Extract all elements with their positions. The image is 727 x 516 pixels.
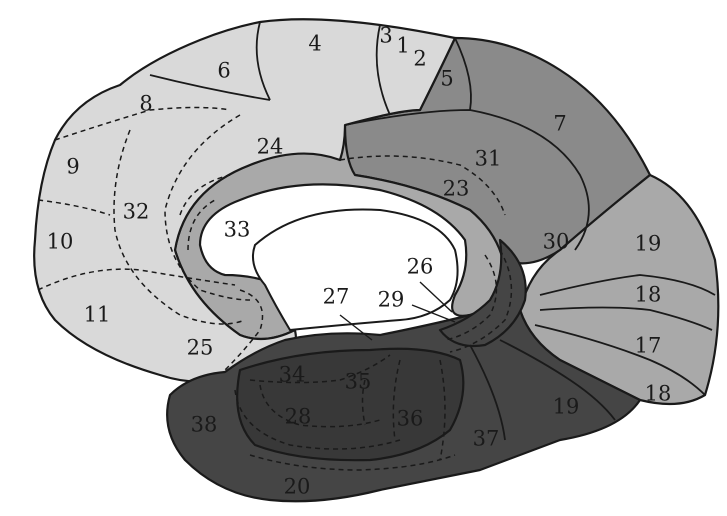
area-label-3: 3 — [379, 24, 392, 48]
area-label-35: 35 — [345, 370, 372, 394]
area-label-27: 27 — [323, 285, 350, 309]
area-label-18-upper: 18 — [635, 283, 662, 307]
area-label-19-upper: 19 — [635, 232, 662, 256]
area-label-37: 37 — [473, 427, 500, 451]
area-label-10: 10 — [47, 230, 74, 254]
area-label-4: 4 — [308, 32, 321, 56]
area-label-6: 6 — [217, 59, 230, 83]
area-label-8: 8 — [139, 92, 152, 116]
area-label-32: 32 — [123, 200, 150, 224]
area-label-20: 20 — [284, 475, 311, 499]
area-label-24: 24 — [257, 135, 284, 159]
area-label-17: 17 — [635, 334, 662, 358]
area-label-23: 23 — [443, 177, 470, 201]
area-label-1: 1 — [396, 34, 409, 58]
area-label-18-lower: 18 — [645, 382, 672, 406]
area-label-28: 28 — [285, 405, 312, 429]
area-label-2: 2 — [413, 47, 426, 71]
area-label-38: 38 — [191, 413, 218, 437]
area-label-25: 25 — [187, 336, 214, 360]
area-label-36: 36 — [397, 407, 424, 431]
region-entorhinal — [237, 349, 463, 460]
area-label-33: 33 — [224, 218, 251, 242]
area-label-30: 30 — [543, 230, 570, 254]
area-label-34: 34 — [279, 363, 306, 387]
area-label-5: 5 — [440, 67, 453, 91]
area-label-31: 31 — [475, 147, 502, 171]
area-label-7: 7 — [553, 112, 566, 136]
area-label-11: 11 — [84, 303, 111, 327]
area-label-26: 26 — [407, 255, 434, 279]
area-label-9: 9 — [66, 155, 79, 179]
area-label-29: 29 — [378, 288, 405, 312]
area-label-19-lower: 19 — [553, 395, 580, 419]
